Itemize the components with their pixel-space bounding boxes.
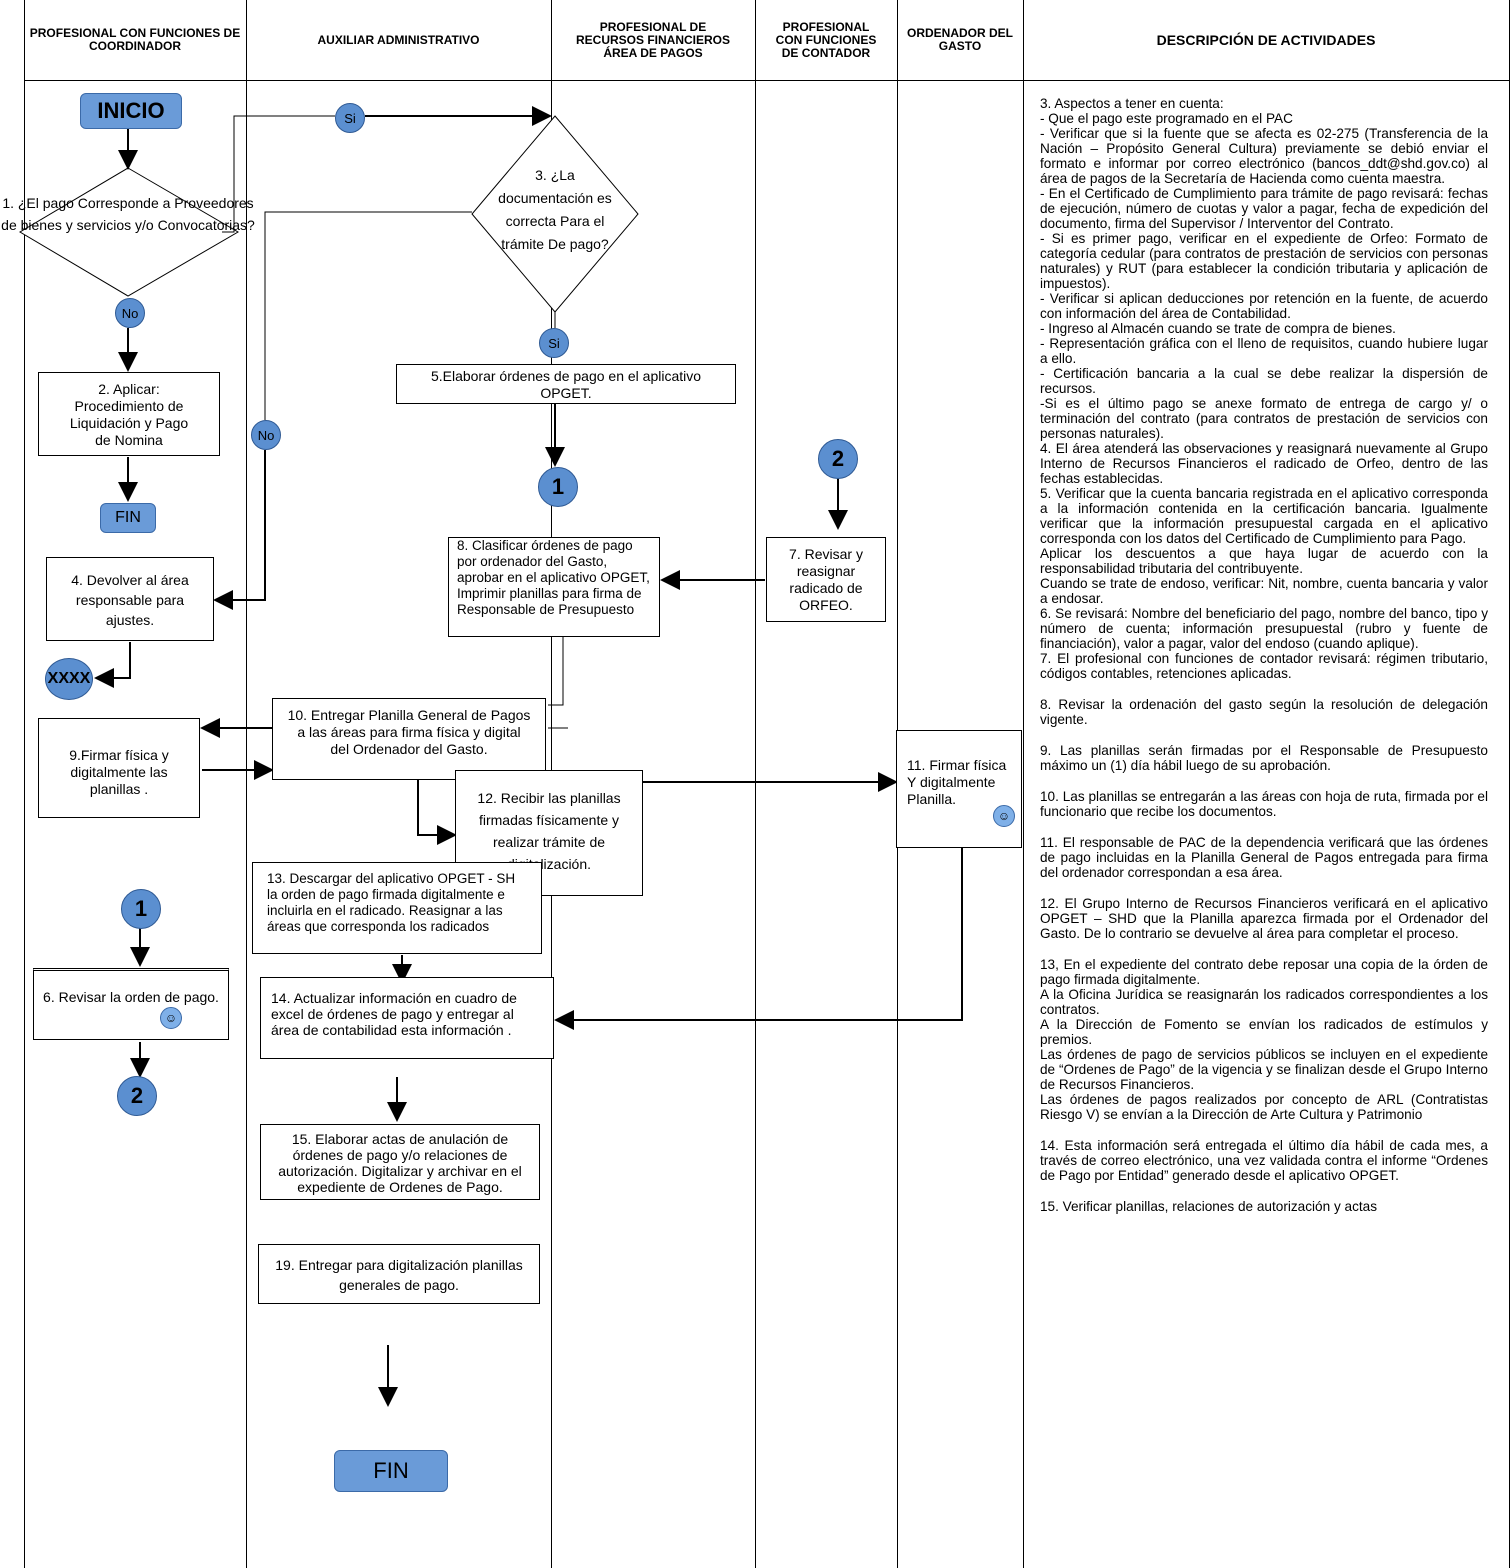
- end-terminal: FIN: [334, 1450, 448, 1492]
- lane-border: [1509, 0, 1510, 1568]
- no-connector: No: [251, 420, 281, 450]
- step-10-box: 10. Entregar Planilla General de Pagos a…: [272, 698, 546, 780]
- desc-line: 11. El responsable de PAC de la dependen…: [1040, 835, 1488, 880]
- desc-line: A la Dirección de Fomento se envían los …: [1040, 1017, 1488, 1047]
- lane-border: [246, 0, 247, 1568]
- connector-1: 1: [121, 889, 161, 929]
- step-8-box: 8. Clasificar órdenes de pago por ordena…: [448, 537, 660, 637]
- step-11-label: 11. Firmar física Y digitalmente Planill…: [907, 757, 1007, 807]
- step-5-box: 5.Elaborar órdenes de pago en el aplicat…: [396, 364, 736, 404]
- desc-line: 10. Las planillas se entregarán a las ár…: [1040, 789, 1488, 819]
- step-6-label: 6. Revisar la orden de pago.: [43, 989, 219, 1005]
- connector-2: 2: [117, 1076, 157, 1116]
- step-6-box: 6. Revisar la orden de pago. ☺: [33, 968, 229, 1040]
- decision-1-label: 1. ¿El pago Corresponde a Proveedores de…: [1, 195, 255, 233]
- smiley-icon: ☺: [160, 1007, 182, 1029]
- desc-line: - Ingreso al Almacén cuando se trate de …: [1040, 321, 1396, 336]
- step-9-box: 9.Firmar física y digitalmente las plani…: [38, 718, 200, 818]
- xxxx-connector: XXXX: [45, 658, 93, 700]
- header-auxiliar: AUXILIAR ADMINISTRATIVO: [317, 32, 480, 47]
- step-14-box: 14. Actualizar información en cuadro de …: [260, 977, 554, 1059]
- desc-line: - Si es primer pago, verificar en el exp…: [1040, 231, 1488, 291]
- desc-line: 15. Verificar planillas, relaciones de a…: [1040, 1199, 1378, 1214]
- header-recursos: PROFESIONAL DE RECURSOS FINANCIEROS ÁREA…: [575, 19, 730, 60]
- activity-description: 3. Aspectos a tener en cuenta: - Que el …: [1040, 96, 1488, 1214]
- lane-border: [1023, 0, 1024, 1568]
- lane-border: [24, 0, 25, 1568]
- step-15-box: 15. Elaborar actas de anulación de órden…: [260, 1124, 540, 1200]
- desc-line: 4. El área atenderá las observaciones y …: [1040, 441, 1488, 486]
- header-divider: [24, 80, 1510, 81]
- yes-connector: Si: [539, 328, 569, 358]
- lane-border: [755, 0, 756, 1568]
- desc-line: 12. El Grupo Interno de Recursos Financi…: [1040, 896, 1488, 941]
- desc-line: 9. Las planillas serán firmadas por el R…: [1040, 743, 1488, 773]
- desc-line: Las órdenes de pago de servicios público…: [1040, 1047, 1488, 1092]
- connector-2: 2: [818, 439, 858, 479]
- step-19-box: 19. Entregar para digitalización planill…: [258, 1244, 540, 1304]
- step-11-box: 11. Firmar física Y digitalmente Planill…: [896, 730, 1022, 848]
- desc-line: 8. Revisar la ordenación del gasto según…: [1040, 697, 1488, 727]
- desc-line: - Representación gráfica con el lleno de…: [1040, 336, 1488, 366]
- step-7-box: 7. Revisar y reasignar radicado de ORFEO…: [766, 537, 886, 622]
- decision-3-label: 3. ¿La documentación es correcta Para el…: [498, 167, 612, 252]
- start-terminal: INICIO: [80, 93, 182, 129]
- header-ordenador: ORDENADOR DEL GASTO: [906, 26, 1013, 53]
- desc-line: - Certificación bancaria a la cual se de…: [1040, 366, 1488, 396]
- desc-line: -Si es el último pago se anexe formato d…: [1040, 396, 1488, 441]
- desc-line: - En el Certificado de Cumplimiento para…: [1040, 186, 1488, 231]
- desc-line: - Verificar si aplican deducciones por r…: [1040, 291, 1488, 321]
- end-terminal: FIN: [100, 503, 156, 533]
- desc-line: Las órdenes de pagos realizados por conc…: [1040, 1092, 1488, 1122]
- header-contador: PROFESIONAL CON FUNCIONES DE CONTADOR: [775, 19, 877, 60]
- header-descripcion: DESCRIPCIÓN DE ACTIVIDADES: [1156, 31, 1376, 48]
- desc-line: 6. Se revisará: Nombre del beneficiario …: [1040, 606, 1488, 651]
- desc-line: - Que el pago este programado en el PAC: [1040, 111, 1293, 126]
- desc-line: 3. Aspectos a tener en cuenta:: [1040, 96, 1224, 111]
- smiley-icon: ☺: [993, 805, 1015, 827]
- desc-line: 14. Esta información será entregada el ú…: [1040, 1138, 1488, 1183]
- desc-line: Aplicar los descuentos a que haya lugar …: [1040, 546, 1488, 576]
- desc-line: 7. El profesional con funciones de conta…: [1040, 651, 1488, 681]
- connector-1: 1: [538, 467, 578, 507]
- desc-line: A la Oficina Jurídica se reasignarán los…: [1040, 987, 1488, 1017]
- step-4-box: 4. Devolver al área responsable para aju…: [46, 557, 214, 641]
- step-2-box: 2. Aplicar: Procedimiento de Liquidación…: [38, 372, 220, 456]
- desc-line: - Verificar que si la fuente que se afec…: [1040, 126, 1488, 186]
- desc-line: 5. Verificar que la cuenta bancaria regi…: [1040, 486, 1488, 546]
- desc-line: 13, En el expediente del contrato debe r…: [1040, 957, 1488, 987]
- desc-line: Cuando se trate de endoso, verificar: Ni…: [1040, 576, 1488, 606]
- header-coordinador: PROFESIONAL CON FUNCIONES DE COORDINADOR: [29, 26, 241, 53]
- yes-connector: Si: [335, 103, 365, 133]
- no-connector: No: [115, 298, 145, 328]
- step-13-box: 13. Descargar del aplicativo OPGET - SH …: [252, 862, 542, 954]
